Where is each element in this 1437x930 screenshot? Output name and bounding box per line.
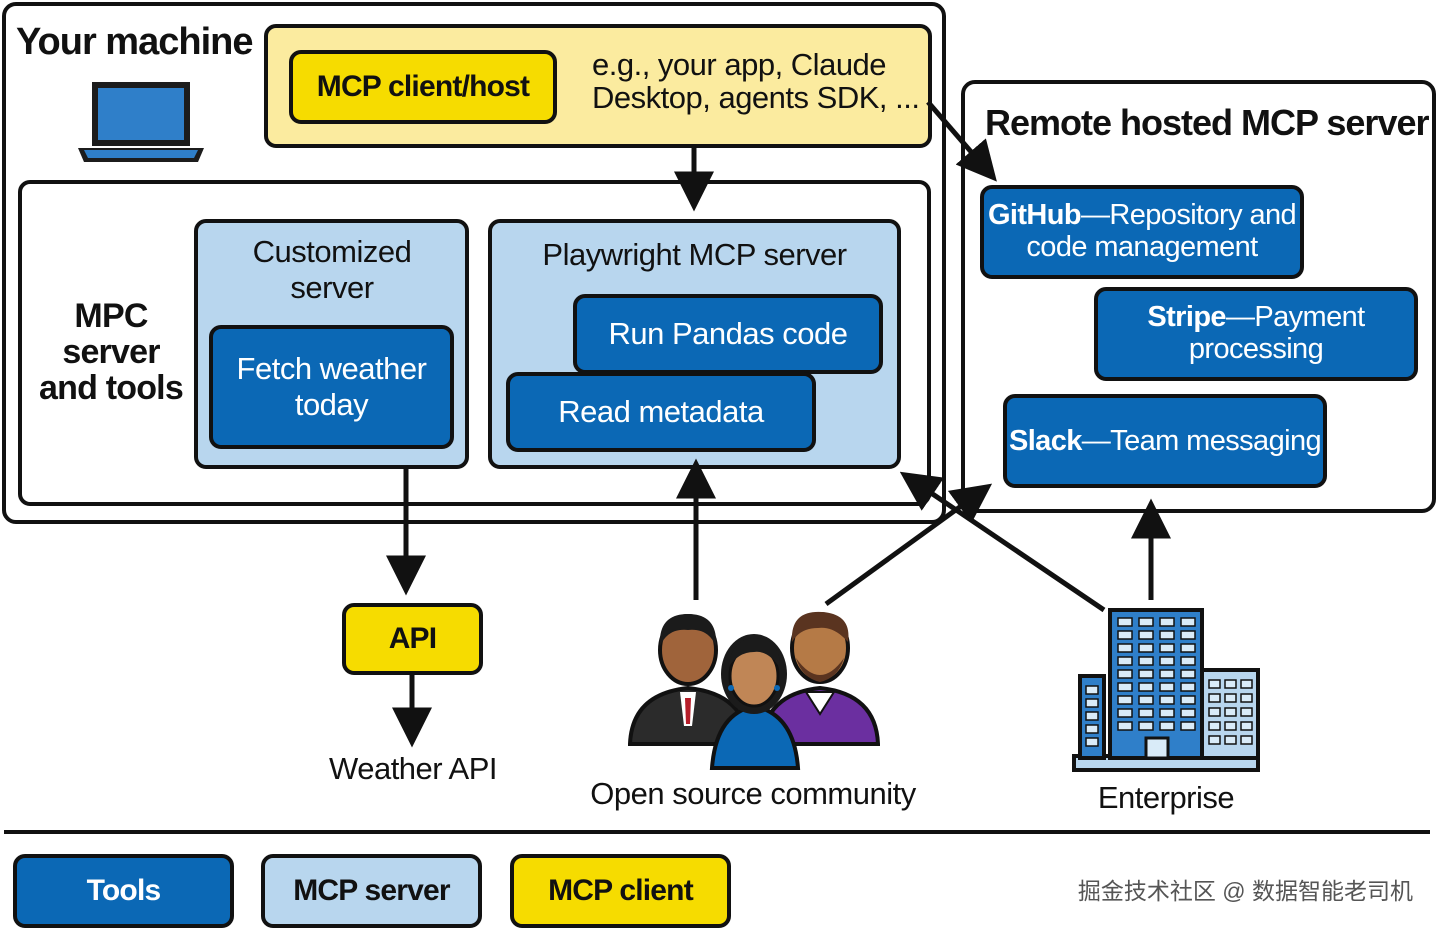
slack-desc: —Team messaging xyxy=(1081,424,1322,457)
weather-api-label: Weather API xyxy=(329,751,497,786)
stripe-desc: —Payment processing xyxy=(1188,301,1365,365)
legend-mcp-server: MCP server xyxy=(261,854,482,928)
github-desc: —Repository and code management xyxy=(1026,199,1297,263)
mcp-client-host-badge[interactable]: MCP client/host xyxy=(289,50,557,124)
api-badge[interactable]: API xyxy=(342,603,483,675)
enterprise-label: Enterprise xyxy=(1097,780,1235,815)
mcp-servers-area-label: MPC server and tools xyxy=(39,297,184,408)
slack-name: Slack xyxy=(1008,424,1082,457)
run-pandas-tool[interactable]: Run Pandas code xyxy=(573,294,883,374)
customized-server-title: Customized server xyxy=(252,234,412,305)
mcp-client-host-panel xyxy=(264,24,932,148)
arrow-community-to-slack xyxy=(824,483,993,607)
watermark: 掘金技术社区 @ 数据智能老司机 xyxy=(1077,878,1413,904)
legend-tools: Tools xyxy=(13,854,234,928)
client-host-examples: e.g., your app, Claude Desktop, agents S… xyxy=(592,47,920,116)
arrow-client-to-github xyxy=(926,100,997,182)
remote-server-title: Remote hosted MCP server xyxy=(985,102,1429,143)
laptop-icon xyxy=(78,82,204,162)
your-machine-title: Your machine xyxy=(16,21,253,63)
stripe-name: Stripe xyxy=(1147,301,1226,334)
fetch-weather-tool[interactable]: Fetch weather today xyxy=(209,325,454,449)
slack-service[interactable]: Slack—Team messaging xyxy=(1003,394,1327,488)
stripe-service[interactable]: Stripe—Payment processing xyxy=(1094,287,1418,381)
legend-mcp-client: MCP client xyxy=(510,854,731,928)
enterprise-building-icon xyxy=(1072,608,1260,772)
github-name: GitHub xyxy=(987,199,1082,232)
community-people-icon xyxy=(628,611,880,770)
arrow-enterprise-to-playwright xyxy=(899,471,1106,613)
community-label: Open source community xyxy=(590,776,916,811)
read-metadata-tool[interactable]: Read metadata xyxy=(506,372,816,452)
github-service[interactable]: GitHub—Repository and code management xyxy=(980,185,1304,279)
playwright-server-title: Playwright MCP server xyxy=(542,237,847,272)
